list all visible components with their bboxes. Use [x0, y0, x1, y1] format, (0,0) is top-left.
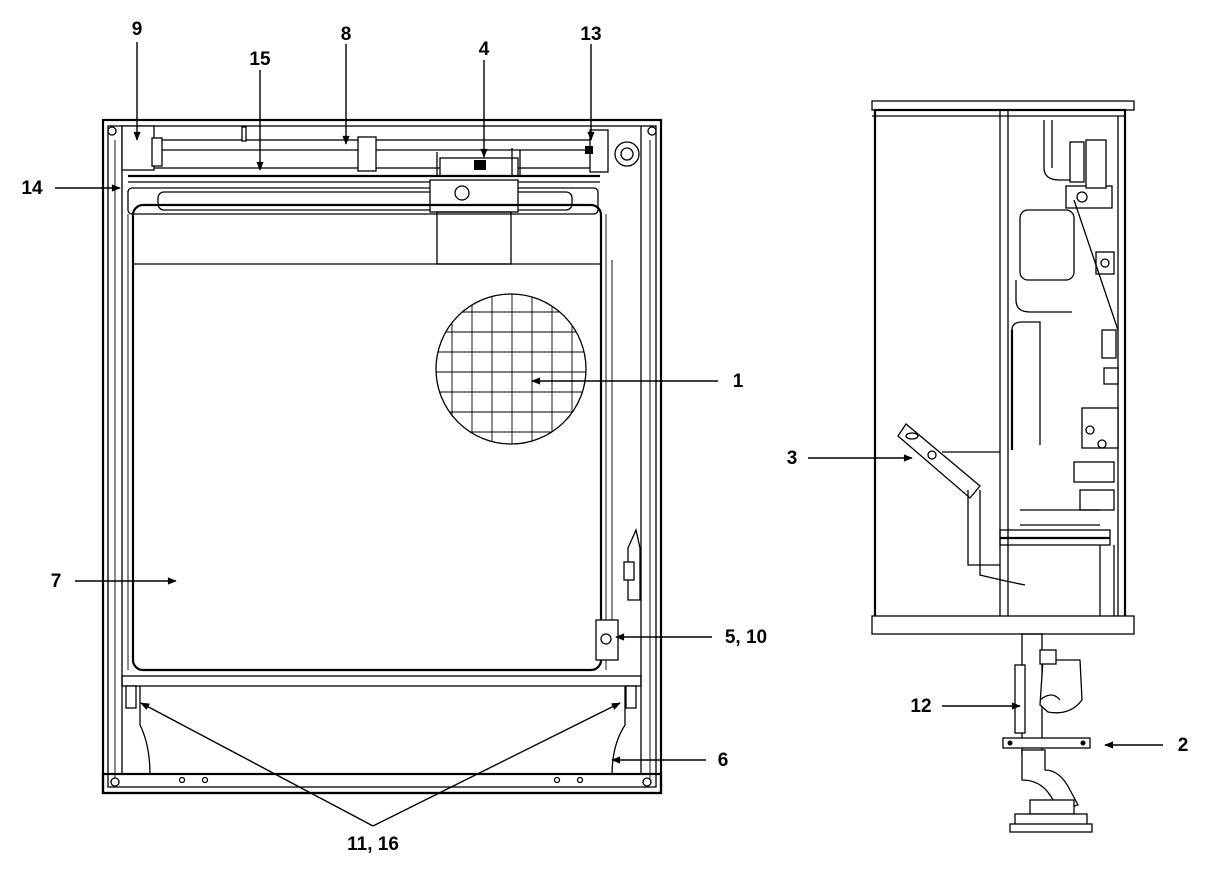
callout-9: 9: [132, 19, 143, 40]
front-view: [101, 118, 663, 795]
callout-14: 14: [21, 178, 43, 199]
control-block: [1081, 407, 1119, 449]
screw-icon: [647, 126, 657, 136]
rod-clamp: [357, 136, 377, 172]
callout-4: 4: [479, 39, 490, 60]
callout-6: 6: [718, 750, 729, 771]
left-bracket: [121, 125, 155, 171]
grid-opening: [435, 293, 587, 445]
leader-lines: [55, 42, 1163, 827]
callout-7: 7: [51, 571, 62, 592]
mounting-bracket: [897, 423, 981, 499]
elbow-fitting: [1039, 659, 1083, 714]
tray-right-edge: [611, 686, 626, 776]
screw-icon: [642, 777, 652, 787]
callout-2: 2: [1178, 735, 1189, 756]
tray-clip-left: [125, 685, 137, 709]
callout-12: 12: [910, 696, 931, 717]
valve-knob-icon: [614, 141, 640, 167]
bottom-pipe: [1021, 749, 1079, 811]
callout-15: 15: [249, 49, 271, 70]
callout-3: 3: [787, 448, 798, 469]
leader-11-16-right: [372, 702, 621, 827]
tray-clip-right: [625, 685, 637, 709]
main-panel: [131, 203, 603, 672]
bottom-rail: [101, 772, 663, 795]
front-frame-inner: [107, 125, 657, 788]
callout-13: 13: [580, 24, 601, 45]
top-plate: [871, 100, 1135, 111]
grid-mesh: [436, 294, 586, 444]
bottom-plate: [871, 615, 1135, 635]
center-clip: [429, 179, 519, 213]
side-view: [871, 100, 1135, 833]
center-bracket: [436, 211, 512, 265]
front-frame-outer: [101, 118, 663, 795]
callout-11-16: 11, 16: [347, 834, 399, 855]
latch: [595, 619, 619, 661]
screw-icon: [110, 777, 120, 787]
screw-icon: [107, 126, 117, 136]
callout-1: 1: [733, 371, 744, 392]
valve-block: [1065, 185, 1113, 209]
pump-body: [1019, 209, 1075, 281]
tray-left-edge: [139, 686, 151, 776]
latch-lever: [627, 527, 641, 601]
callout-labels: 9 8 15 4 13 14 1 7 5, 10 6 11, 16 3 12 2: [21, 19, 1188, 855]
leader-11-16-left: [140, 702, 374, 827]
flange: [1002, 737, 1091, 749]
bottom-tray-lip: [121, 675, 642, 687]
callout-8: 8: [341, 24, 352, 45]
callout-5-10: 5, 10: [725, 627, 767, 648]
